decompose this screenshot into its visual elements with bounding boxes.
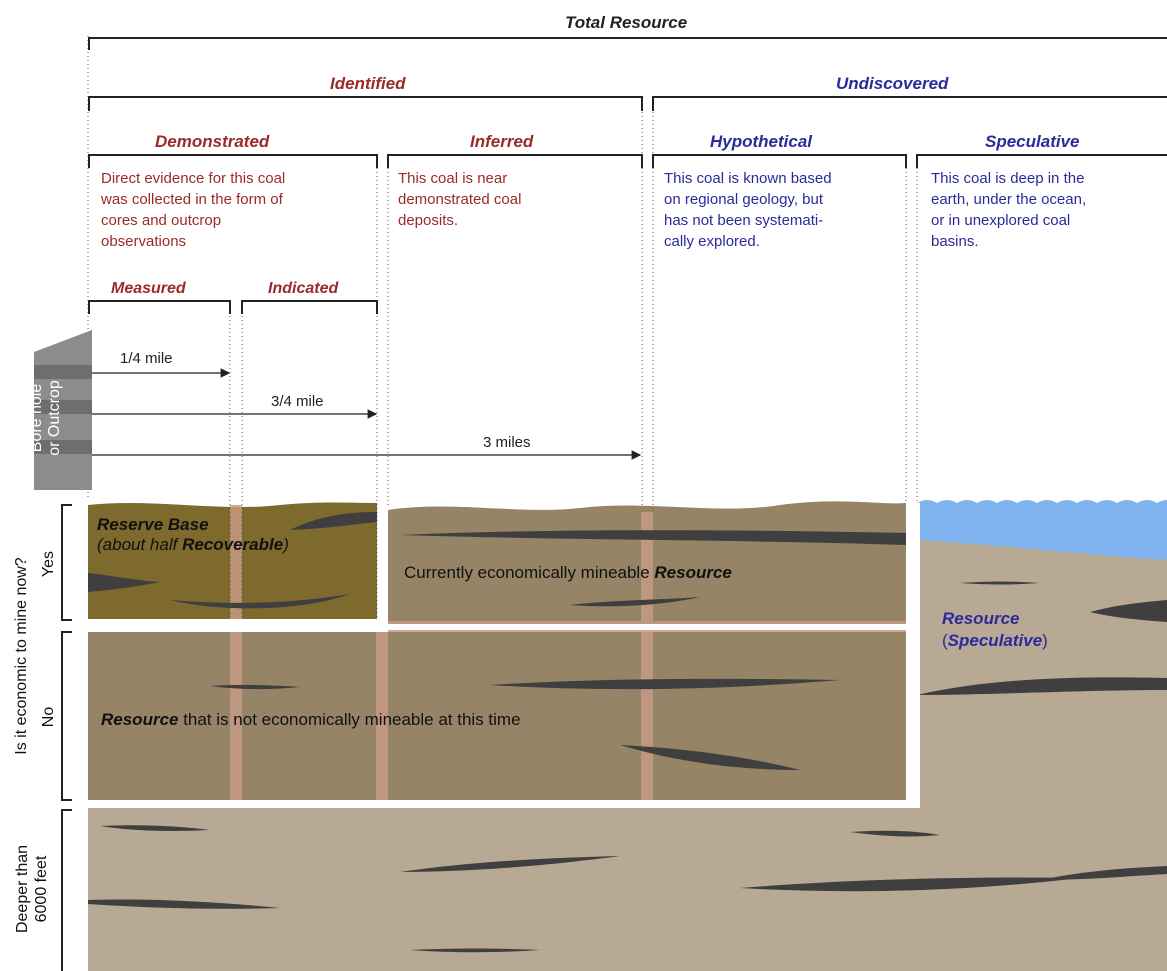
currently-economic-label: Currently economically mineable Resource	[404, 563, 732, 582]
bore-hole-label: Bore hole or Outcrop	[28, 380, 63, 456]
measured-label: Measured	[111, 280, 186, 297]
deeper-label: Deeper than 6000 feet	[14, 844, 50, 934]
demonstrated-label: Demonstrated	[155, 132, 270, 151]
three-miles-label: 3 miles	[483, 434, 531, 451]
coal-seams	[88, 512, 1167, 953]
speculative-resource-label: Resource (Speculative)	[942, 609, 1048, 650]
undiscovered-label: Undiscovered	[836, 74, 949, 93]
demonstrated-description: Direct evidence for this coal was collec…	[101, 170, 286, 250]
brackets	[61, 37, 1167, 971]
quarter-mile-label: 1/4 mile	[120, 350, 173, 367]
indicated-label: Indicated	[268, 280, 339, 297]
speculative-land	[917, 535, 1167, 810]
hypothetical-label: Hypothetical	[710, 132, 813, 151]
no-label: No	[40, 706, 57, 728]
deep-layer	[88, 808, 1167, 971]
speculative-label: Speculative	[985, 132, 1080, 151]
speculative-description: This coal is deep in the earth, under th…	[931, 170, 1087, 250]
yes-label: Yes	[40, 550, 57, 578]
inferred-label: Inferred	[470, 132, 534, 151]
economic-question-label: Is it economic to mine now?	[13, 557, 30, 755]
not-economic-block	[88, 632, 906, 800]
inferred-description: This coal is near demonstrated coal depo…	[398, 170, 522, 229]
total-resource-label: Total Resource	[565, 13, 688, 32]
reserve-base-label: Reserve Base (about half Recoverable)	[97, 515, 289, 554]
dotted-guides	[87, 36, 918, 620]
not-economic-label: Resource that is not economically mineab…	[101, 710, 521, 729]
distance-arrows	[92, 368, 642, 460]
hypothetical-description: This coal is known based on regional geo…	[664, 170, 832, 250]
three-quarter-mile-label: 3/4 mile	[271, 393, 324, 410]
identified-label: Identified	[330, 74, 406, 93]
bore-hole-bands	[34, 365, 92, 454]
range-frame	[82, 503, 920, 808]
ocean	[917, 500, 1167, 560]
